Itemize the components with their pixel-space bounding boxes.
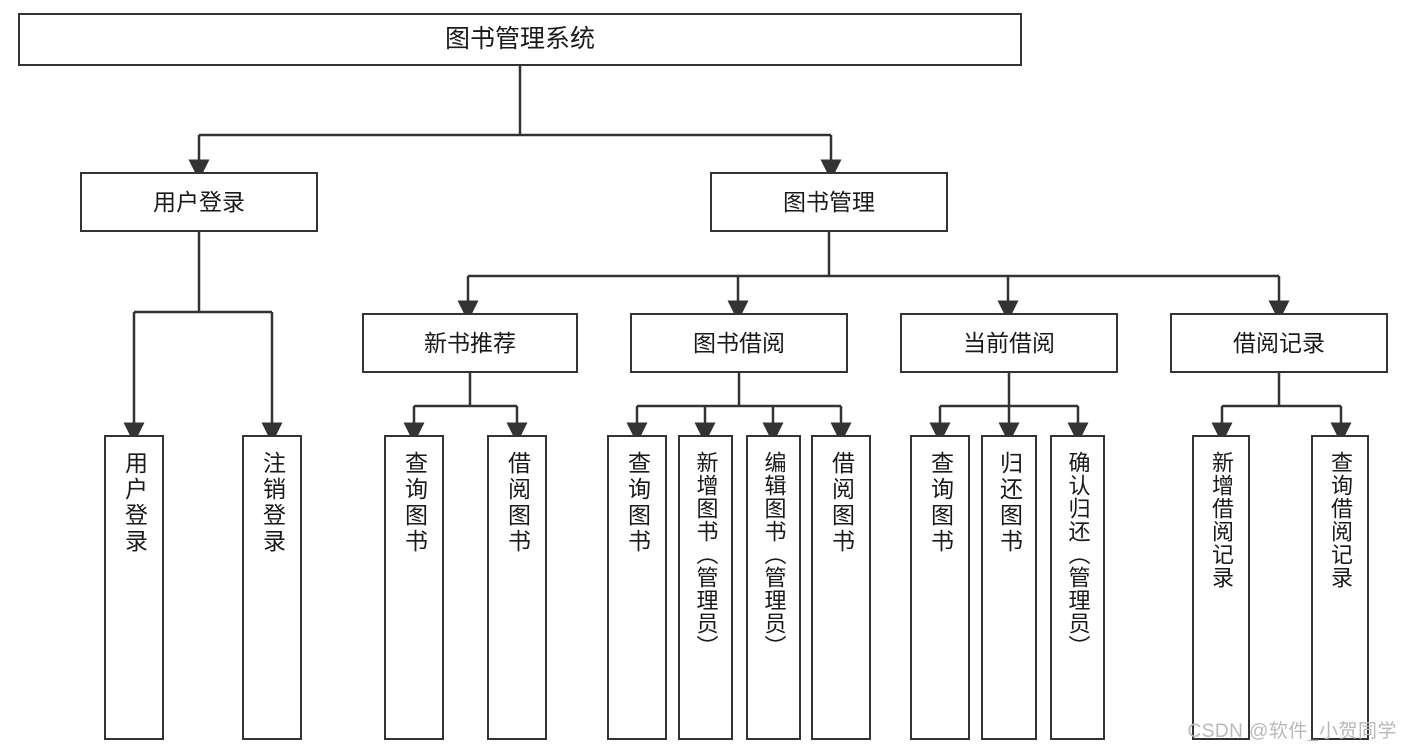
leaf-logout[interactable]: 注销登录 — [242, 435, 302, 740]
node-current-borrow[interactable]: 当前借阅 — [900, 313, 1118, 373]
node-label: 查询图书 — [401, 451, 428, 555]
leaf-borrow-book[interactable]: 借阅图书 — [811, 435, 871, 740]
node-label: 借阅图书 — [828, 451, 855, 555]
node-label: 用户登录 — [121, 451, 148, 555]
leaf-confirm-return-admin[interactable]: 确认归还（管理员） — [1050, 435, 1105, 740]
node-borrow-record[interactable]: 借阅记录 — [1170, 313, 1388, 373]
node-label: 借阅图书 — [504, 451, 531, 555]
node-label: 用户登录 — [153, 188, 245, 215]
node-label: 注销登录 — [259, 451, 286, 555]
leaf-borrow-book-recommend[interactable]: 借阅图书 — [487, 435, 547, 740]
leaf-query-book-borrow[interactable]: 查询图书 — [607, 435, 667, 740]
leaf-add-book-admin[interactable]: 新增图书（管理员） — [678, 435, 733, 740]
node-label: 借阅记录 — [1233, 329, 1325, 356]
leaf-edit-book-admin[interactable]: 编辑图书（管理员） — [746, 435, 801, 740]
node-label: 查询图书 — [624, 451, 651, 555]
node-label: 确认归还（管理员） — [1065, 451, 1091, 658]
node-book-borrow[interactable]: 图书借阅 — [630, 313, 848, 373]
node-user-login[interactable]: 用户登录 — [80, 172, 318, 232]
node-label: 查询图书 — [927, 451, 954, 555]
node-root-system[interactable]: 图书管理系统 — [18, 13, 1022, 66]
node-label: 编辑图书（管理员） — [761, 451, 787, 658]
csdn-watermark: CSDN @软件_小贺同学 — [1187, 721, 1397, 742]
node-label: 图书管理系统 — [444, 24, 595, 53]
node-label: 查询借阅记录 — [1328, 451, 1353, 589]
leaf-query-book-recommend[interactable]: 查询图书 — [384, 435, 444, 740]
node-label: 新书推荐 — [424, 329, 516, 356]
node-book-management[interactable]: 图书管理 — [710, 172, 948, 232]
node-label: 图书借阅 — [693, 329, 785, 356]
leaf-add-borrow-record[interactable]: 新增借阅记录 — [1192, 435, 1250, 740]
leaf-query-borrow-record[interactable]: 查询借阅记录 — [1311, 435, 1369, 740]
node-label: 当前借阅 — [963, 329, 1055, 356]
leaf-return-book[interactable]: 归还图书 — [981, 435, 1037, 740]
node-label: 图书管理 — [783, 188, 875, 215]
leaf-user-login[interactable]: 用户登录 — [104, 435, 164, 740]
node-label: 归还图书 — [996, 451, 1023, 555]
node-label: 新增借阅记录 — [1209, 451, 1234, 589]
node-label: 新增图书（管理员） — [693, 451, 719, 658]
node-new-book-recommend[interactable]: 新书推荐 — [362, 313, 578, 373]
leaf-query-book-current[interactable]: 查询图书 — [910, 435, 970, 740]
